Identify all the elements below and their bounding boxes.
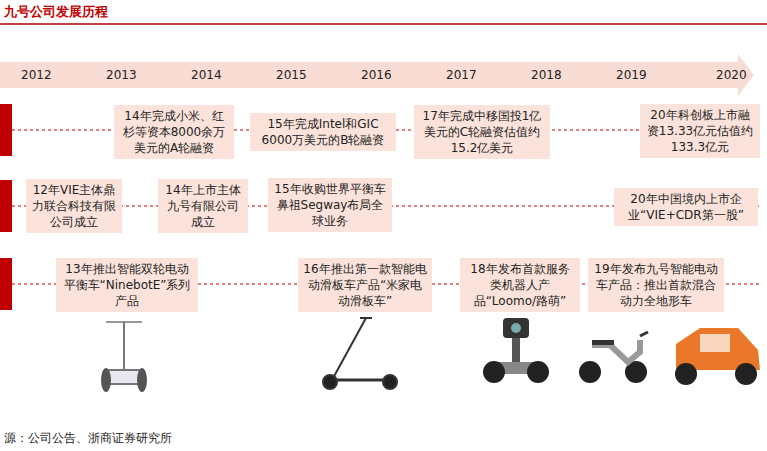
- balance-scooter: [101, 322, 147, 392]
- event-box: 18年发布首款服务类机器人产品“Loomo/路萌”: [460, 258, 580, 312]
- year-label: 2018: [531, 68, 562, 82]
- event-text: 17年完成中移国投1亿美元的C轮融资估值约15.2亿美元: [423, 109, 542, 155]
- event-box: 13年推出智能双轮电动平衡车“NinebotE”系列产品: [56, 258, 198, 312]
- year-label: 2012: [21, 68, 52, 82]
- event-box: 14年完成小米、红杉等资本8000余万美元的A轮融资: [114, 105, 234, 159]
- year-label: 2019: [616, 68, 647, 82]
- event-text: 13年推出智能双轮电动平衡车“NinebotE”系列产品: [64, 262, 191, 308]
- event-text: 18年发布首款服务类机器人产品“Loomo/路萌”: [470, 262, 569, 308]
- year-label: 2015: [276, 68, 307, 82]
- year-label: 2020: [716, 68, 747, 82]
- electric-bike: [579, 332, 648, 383]
- row-tab: [0, 180, 12, 232]
- year-label: 2013: [106, 68, 137, 82]
- event-box: 12年VIE主体鼎力联合科技有限公司成立: [26, 179, 122, 233]
- event-text: 20年中国境内上市企业“VIE+CDR第一股”: [628, 192, 744, 222]
- event-text: 15年收购世界平衡车鼻祖Segway布局全球业务: [274, 182, 385, 228]
- event-box: 15年完成Intel和GIC 6000万美元的B轮融资: [250, 113, 396, 151]
- row-tab: [0, 104, 12, 156]
- year-label: 2014: [191, 68, 222, 82]
- event-box: 17年完成中移国投1亿美元的C轮融资估值约15.2亿美元: [414, 105, 550, 159]
- event-box: 15年收购世界平衡车鼻祖Segway布局全球业务: [268, 178, 392, 232]
- chart-title: 九号公司发展历程: [4, 3, 108, 21]
- event-text: 12年VIE主体鼎力联合科技有限公司成立: [32, 183, 116, 229]
- event-text: 14年完成小米、红杉等资本8000余万美元的A轮融资: [123, 109, 226, 155]
- robot: [483, 318, 549, 383]
- event-box: 20年科创板上市融资13.33亿元估值约133.3亿元: [640, 104, 760, 158]
- event-text: 16年推出第一款智能电动滑板车产品“米家电动滑板车”: [303, 262, 426, 308]
- event-box: 20年中国境内上市企业“VIE+CDR第一股”: [614, 188, 758, 226]
- event-box: 14年上市主体九号有限公司成立: [158, 179, 248, 233]
- event-text: 20年科创板上市融资13.33亿元估值约133.3亿元: [647, 108, 753, 154]
- event-box: 16年推出第一款智能电动滑板车产品“米家电动滑板车”: [298, 258, 432, 312]
- all-terrain-vehicle: [675, 328, 760, 385]
- source-note: 源：公司公告、浙商证券研究所: [4, 430, 172, 447]
- event-text: 19年发布九号智能电动车产品：推出首款混合动力全地形车: [594, 262, 717, 308]
- year-label: 2017: [446, 68, 477, 82]
- event-text: 15年完成Intel和GIC 6000万美元的B轮融资: [262, 117, 385, 147]
- kick-scooter: [323, 318, 397, 389]
- row-tab: [0, 258, 12, 310]
- event-box: 19年发布九号智能电动车产品：推出首款混合动力全地形车: [588, 258, 724, 312]
- event-text: 14年上市主体九号有限公司成立: [165, 183, 240, 229]
- timeline-band: [0, 54, 754, 96]
- title-rule: [0, 23, 767, 25]
- year-label: 2016: [361, 68, 392, 82]
